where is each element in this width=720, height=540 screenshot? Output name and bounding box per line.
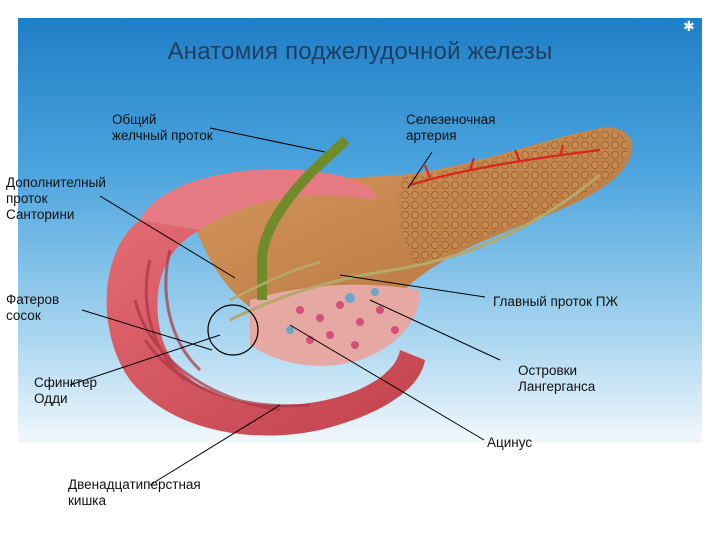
label-islets: Островки Лангерганса bbox=[518, 363, 596, 394]
main-pancreatic-duct bbox=[229, 173, 601, 322]
label-common-bile-duct: Общий желчный проток bbox=[112, 112, 213, 143]
acini-dots bbox=[296, 301, 399, 349]
pancreas-cut-surface bbox=[250, 284, 420, 366]
label-vater-papilla: Фатеров сосок bbox=[6, 292, 60, 323]
label-duodenum: Двенадцатиперстная кишка bbox=[68, 477, 201, 508]
vater-papilla-marker bbox=[207, 304, 259, 356]
label-splenic-artery: Селезеночная артерия bbox=[406, 112, 496, 143]
splenic-artery bbox=[409, 144, 601, 187]
page-title: Анатомия поджелудочной железы bbox=[167, 38, 553, 65]
label-sphincter-oddi: Сфинктер Одди bbox=[34, 375, 97, 406]
duodenum-top bbox=[140, 169, 376, 230]
label-main-duct: Главный проток ПЖ bbox=[493, 294, 618, 309]
duodenum bbox=[106, 220, 426, 436]
label-acinus: Ацинус bbox=[487, 435, 533, 450]
star-bullet-icon: ✱ bbox=[683, 18, 695, 34]
accessory-duct bbox=[229, 260, 321, 302]
islets-dots bbox=[286, 288, 379, 334]
pancreas-lobules bbox=[398, 129, 628, 270]
label-accessory-duct: Дополнителный проток Санторини bbox=[6, 175, 106, 222]
common-bile-duct bbox=[257, 136, 350, 300]
duodenum-folds bbox=[133, 249, 311, 412]
